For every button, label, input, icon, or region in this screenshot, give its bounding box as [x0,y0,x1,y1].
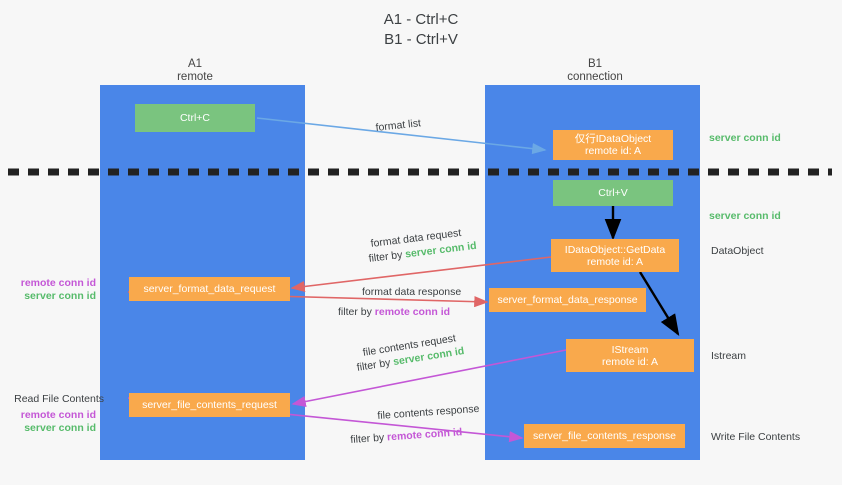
lane-b1-sub: connection [567,71,623,83]
annotation-server-conn-id-3: server conn id [24,290,96,302]
edge-label-format-data-response-filter: filter by remote conn id [338,306,451,318]
node-server-format-data-response-label: server_format_data_response [497,294,638,306]
annotation-istream: Istream [711,350,747,362]
node-getdata-line2: remote id: A [586,255,644,268]
annotation-server-conn-id-1: server conn id [709,132,781,144]
annotation-server-conn-id-4: server conn id [24,422,96,434]
edge-label-format-data-response: format data response [362,286,462,298]
node-server-file-contents-request-label: server_file_contents_request [142,399,277,411]
annotation-server-conn-id-2: server conn id [709,210,781,222]
node-server-file-contents-request[interactable]: server_file_contents_request [129,393,290,417]
annotation-left-group-2: remote conn id server conn id [0,409,96,435]
title-line-2: B1 - Ctrl+V [384,31,458,48]
node-server-format-data-request-label: server_format_data_request [143,283,276,295]
node-server-file-contents-response[interactable]: server_file_contents_response [524,424,685,448]
node-server-format-data-request[interactable]: server_format_data_request [129,277,290,301]
annotation-remote-conn-id-2: remote conn id [20,409,96,421]
node-server-format-data-response[interactable]: server_format_data_response [489,288,646,312]
annotation-read-file-contents: Read File Contents [14,393,104,405]
node-getdata[interactable]: IDataObject::GetData remote id: A [551,239,679,272]
node-istream-line1: IStream [611,343,649,356]
node-ctrl-v-label: Ctrl+V [598,187,628,199]
lane-header-b1: B1 connection [535,58,655,84]
annotation-dataobject: DataObject [711,245,764,257]
node-istream[interactable]: IStream remote id: A [566,339,694,372]
node-idataobject[interactable]: 仅行IDataObject remote id: A [553,130,673,160]
node-ctrl-c[interactable]: Ctrl+C [135,104,255,132]
node-getdata-line1: IDataObject::GetData [564,243,666,256]
node-ctrl-c-label: Ctrl+C [179,112,211,124]
token-remote-conn-id: remote conn id [374,306,451,318]
edge-label-format-list: format list [375,117,422,134]
node-ctrl-v[interactable]: Ctrl+V [553,180,673,206]
diagram-title: A1 - Ctrl+C B1 - Ctrl+V [0,10,842,50]
node-istream-line2: remote id: A [601,355,659,368]
edge-label-file-contents-response-filter: filter by remote conn id [350,426,463,446]
annotation-write-file-contents: Write File Contents [711,431,801,443]
lane-b1-name: B1 [587,58,603,70]
annotation-remote-conn-id-1: remote conn id [20,277,96,289]
lane-a1-name: A1 [187,58,203,70]
node-idataobject-line2: remote id: A [584,145,642,157]
lane-a1-sub: remote [177,71,213,83]
node-idataobject-line1: 仅行IDataObject [574,133,652,145]
annotation-left-group-1: remote conn id server conn id [0,277,96,303]
title-line-1: A1 - Ctrl+C [383,11,459,28]
node-server-file-contents-response-label: server_file_contents_response [532,430,676,442]
lane-header-a1: A1 remote [135,58,255,84]
edge-label-file-contents-response: file contents response [377,402,480,422]
